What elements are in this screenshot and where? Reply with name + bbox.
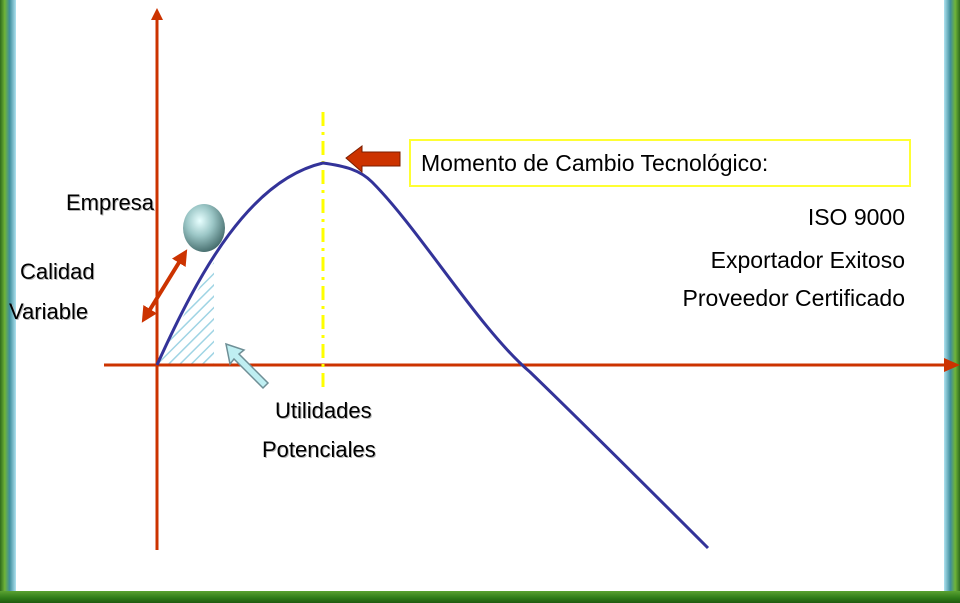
item-exportador: Exportador Exitoso (710, 247, 905, 273)
sphere-icon (183, 204, 225, 252)
variable-label: Variable (9, 299, 89, 324)
calidad-label: Calidad (20, 259, 95, 284)
bottom-border-decoration (0, 591, 960, 603)
lifecycle-curve (155, 161, 710, 550)
utilidades-label: Utilidades (275, 398, 372, 423)
up-arrow-icon (225, 342, 270, 390)
left-border-decoration (0, 0, 16, 603)
x-axis-arrowhead (944, 358, 960, 372)
item-iso: ISO 9000 (807, 204, 905, 230)
empresa-label: Empresa (66, 190, 155, 215)
momento-label: Momento de Cambio Tecnológico: (421, 150, 769, 176)
y-axis-arrowhead (151, 8, 163, 20)
potenciales-label: Potenciales (262, 437, 376, 462)
left-arrow-icon (345, 145, 401, 174)
item-proveedor: Proveedor Certificado (682, 285, 905, 311)
momento-callout-box (409, 139, 911, 187)
double-arrow-icon (141, 249, 188, 323)
right-border-decoration (944, 0, 960, 603)
